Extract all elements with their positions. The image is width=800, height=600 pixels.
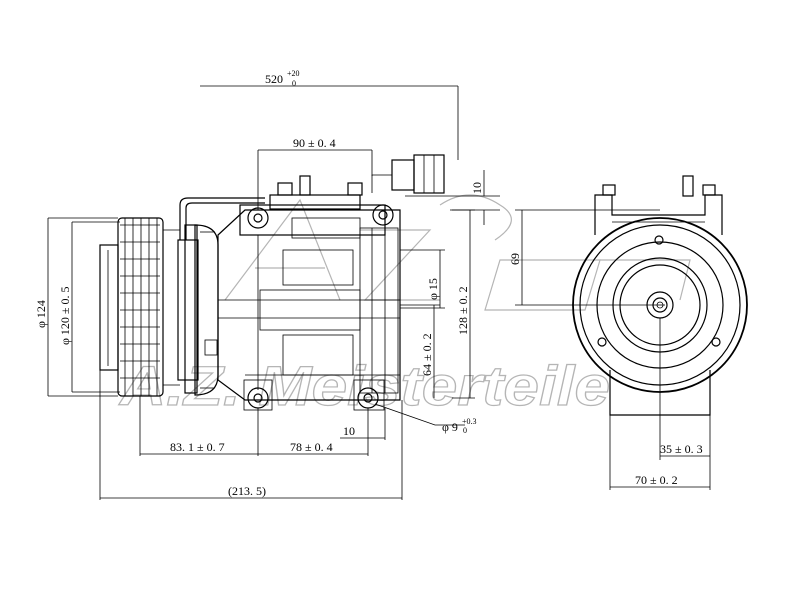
watermark-logo: A.Z. Meisterteile bbox=[117, 194, 691, 418]
dim-128-label: 128 ± 0. 2 bbox=[456, 286, 470, 335]
front-view-dimensions: 69 35 ± 0. 3 70 ± 0. 2 bbox=[508, 209, 711, 490]
dim-213-5-label: (213. 5) bbox=[228, 484, 266, 498]
dim-64-label: 64 ± 0. 2 bbox=[420, 333, 434, 376]
side-view-dimensions: 520 +20 0 90 ± 0. 4 10 φ 15 128 ± 0. 2 6… bbox=[34, 69, 500, 500]
dim-69-label: 69 bbox=[508, 253, 522, 265]
dim-70-label: 70 ± 0. 2 bbox=[635, 473, 678, 487]
dim-78-label: 78 ± 0. 4 bbox=[290, 440, 333, 454]
dim-10-bottom-label: 10 bbox=[343, 424, 355, 438]
dim-35-label: 35 ± 0. 3 bbox=[660, 442, 703, 456]
dim-520-tol-upper: +20 bbox=[287, 69, 300, 78]
dim-phi9-tol-upper: +0.3 bbox=[462, 417, 477, 426]
dim-520-tol-lower: 0 bbox=[292, 79, 296, 88]
dim-phi120-label: φ 120 ± 0. 5 bbox=[58, 286, 72, 345]
dim-phi9-label: φ 9 bbox=[442, 420, 458, 434]
dim-phi9-tol-lower: 0 bbox=[463, 426, 467, 435]
dim-83-1-label: 83. 1 ± 0. 7 bbox=[170, 440, 225, 454]
dim-10-top-label: 10 bbox=[470, 182, 484, 194]
dim-90-label: 90 ± 0. 4 bbox=[293, 136, 336, 150]
dim-520-label: 520 bbox=[265, 72, 283, 86]
dim-phi15-label: φ 15 bbox=[426, 278, 440, 300]
dim-phi124-label: φ 124 bbox=[34, 300, 48, 328]
